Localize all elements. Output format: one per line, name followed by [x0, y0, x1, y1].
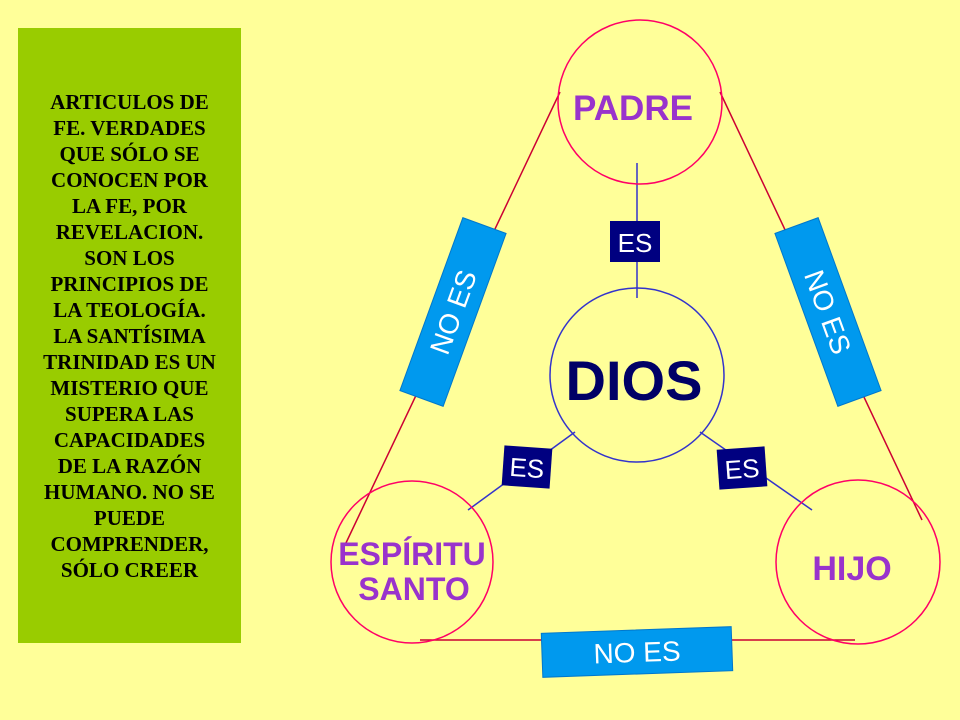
espiritu-circle	[330, 480, 494, 644]
is-badge-padre: ES	[610, 221, 660, 262]
is-not-badge-bottom-label: NO ES	[593, 635, 681, 669]
dios-label: DIOS	[566, 349, 703, 412]
is-not-badge-left: NO ES	[399, 217, 507, 407]
is-badge-padre-label: ES	[618, 228, 653, 258]
hijo-circle	[775, 479, 941, 645]
is-badge-espiritu: ES	[501, 445, 553, 489]
padre-label: PADRE	[573, 89, 693, 128]
dios-circle	[549, 287, 725, 463]
description-box: ARTICULOS DE FE. VERDADES QUE SÓLO SE CO…	[18, 28, 241, 643]
is-badge-espiritu-label: ES	[509, 452, 546, 484]
is-badge-hijo-label: ES	[724, 453, 761, 485]
is-not-badge-bottom: NO ES	[540, 626, 734, 678]
is-not-badge-right: NO ES	[774, 217, 882, 407]
description-text: ARTICULOS DE FE. VERDADES QUE SÓLO SE CO…	[43, 89, 216, 582]
padre-circle	[557, 19, 723, 185]
espiritu-label-line2: SANTO	[358, 571, 469, 607]
is-badge-hijo: ES	[716, 446, 768, 490]
espiritu-label-line1: ESPÍRITU	[338, 536, 486, 572]
hijo-label: HIJO	[812, 550, 891, 588]
